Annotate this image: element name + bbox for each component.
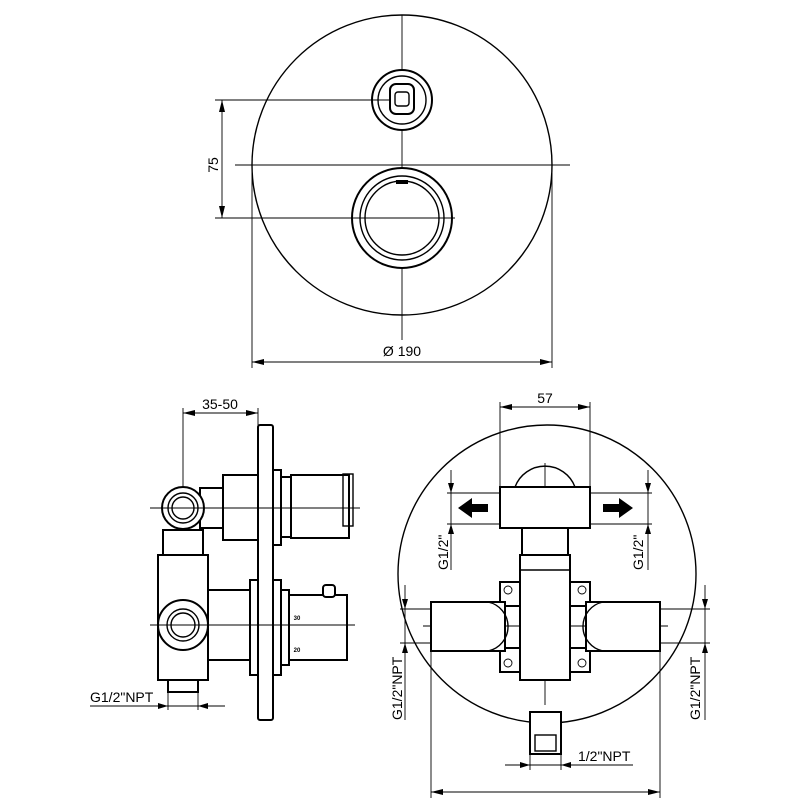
side-view: 35-50 30 20 G1/2"NPT <box>90 396 360 721</box>
back-view: 57 G1/2" G1/2" G1/2"NPT G1/2"NPT 1/2"NPT <box>389 390 710 798</box>
front-view: 75 Ø 190 <box>205 14 570 368</box>
dim-label-outlet-right: G1/2" <box>630 535 646 570</box>
dim-label-outlet-left: G1/2" <box>435 535 451 570</box>
valve-column <box>519 554 571 681</box>
dim-label-75: 75 <box>205 157 221 173</box>
dim-label-inlet-left: G1/2"NPT <box>389 656 405 720</box>
dim-label-inlet-side: G1/2"NPT <box>90 689 154 705</box>
flow-arrow-left-icon <box>458 498 488 518</box>
flow-arrow-right-icon <box>603 498 633 518</box>
dim-label-57: 57 <box>537 390 553 406</box>
cover-plate-side <box>257 424 274 721</box>
dim-label-bottom-outlet: 1/2"NPT <box>578 748 631 764</box>
scale-mark-20: 20 <box>294 648 301 654</box>
scale-mark-30: 30 <box>294 616 301 622</box>
thermostat-cap-side <box>288 594 348 661</box>
dim-label-35-50: 35-50 <box>202 396 238 412</box>
outlet-tee <box>499 486 591 529</box>
dim-label-diameter: Ø 190 <box>383 343 421 359</box>
dim-label-inlet-right: G1/2"NPT <box>687 656 703 720</box>
